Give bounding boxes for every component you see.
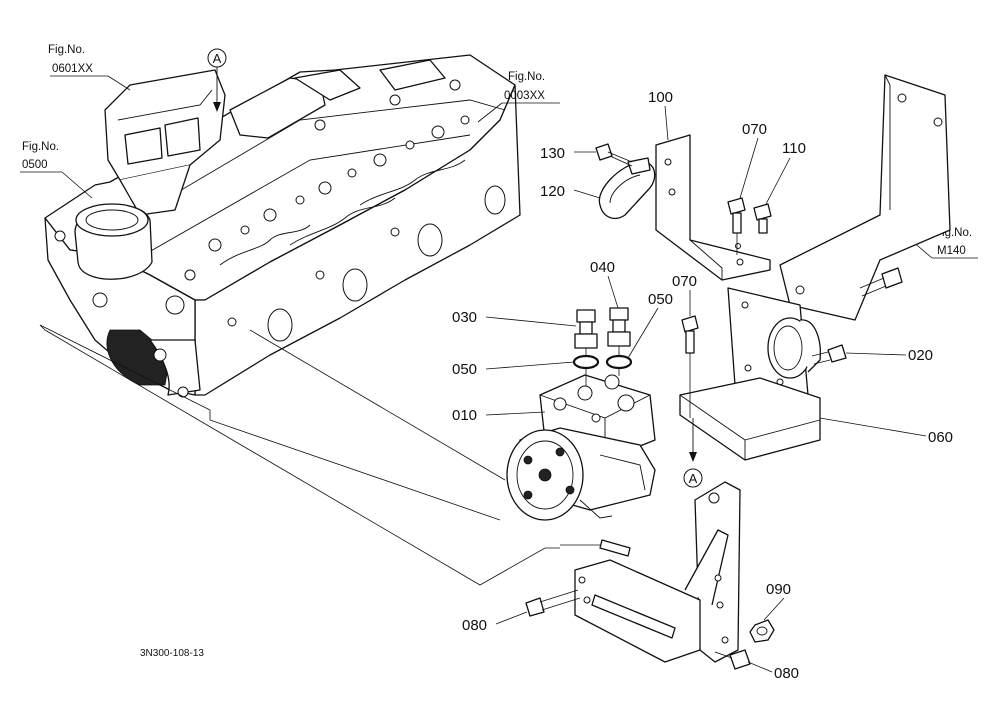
part-number-020: 020 <box>908 347 933 364</box>
fig-ref-m140-line2: M140 <box>937 245 966 257</box>
part-number-040: 040 <box>590 259 615 276</box>
label-110: 110 <box>765 140 806 205</box>
part-number-050-left: 050 <box>452 361 477 378</box>
part-number-100: 100 <box>648 89 673 106</box>
part-number-030: 030 <box>452 309 477 326</box>
fig-ref-0601xx: Fig.No. 0601XX <box>48 44 131 91</box>
label-050-right: 050 <box>627 291 673 359</box>
fig-ref-0601xx-line1: Fig.No. <box>48 44 85 56</box>
label-130: 130 <box>540 145 596 162</box>
bracket-100 <box>655 134 771 281</box>
callout-a-top: A <box>207 48 227 112</box>
fig-ref-0500-line2: 0500 <box>22 159 48 171</box>
part-number-090: 090 <box>766 581 791 598</box>
label-070-mid: 070 <box>672 273 697 316</box>
part-number-080-right: 080 <box>774 665 799 682</box>
part-number-120: 120 <box>540 183 565 200</box>
bracket-060 <box>679 287 821 461</box>
fitting-030 <box>574 309 598 349</box>
nut-090 <box>749 619 775 643</box>
bolt-080-left <box>525 589 581 617</box>
fig-ref-0003xx-line1: Fig.No. <box>508 71 545 83</box>
part-number-110: 110 <box>782 140 806 157</box>
label-090: 090 <box>763 581 791 621</box>
part-number-080-left: 080 <box>462 617 487 634</box>
bracket-m140 <box>779 74 951 321</box>
label-080-right: 080 <box>747 661 799 682</box>
label-040: 040 <box>590 259 619 309</box>
part-number-070-mid: 070 <box>672 273 697 290</box>
bolt-m140 <box>859 267 903 297</box>
label-020: 020 <box>845 347 933 364</box>
cylinder-head <box>44 54 521 398</box>
label-010: 010 <box>452 407 546 424</box>
fig-ref-0500: Fig.No. 0500 <box>20 141 93 199</box>
stud-shaft <box>599 539 631 557</box>
callout-a-top-label: A <box>213 51 222 66</box>
callout-a-bottom-label: A <box>689 471 698 486</box>
fig-ref-0003xx-line2: 0003XX <box>504 90 545 102</box>
fitting-040 <box>607 307 631 347</box>
part-number-130: 130 <box>540 145 565 162</box>
fig-ref-0500-line1: Fig.No. <box>22 141 59 153</box>
fig-ref-0003xx: Fig.No. 0003XX <box>477 71 560 123</box>
lower-bracket <box>574 481 741 663</box>
bolt-020 <box>811 344 847 365</box>
part-number-010: 010 <box>452 407 477 424</box>
part-number-070-top: 070 <box>742 121 767 138</box>
label-070-top: 070 <box>739 121 767 199</box>
part-number-060: 060 <box>928 429 953 446</box>
steering-unit-010 <box>506 374 656 521</box>
bolt-110 <box>753 203 772 234</box>
diagram-code: 3N300-108-13 <box>140 648 204 659</box>
label-100: 100 <box>648 89 673 141</box>
label-060: 060 <box>819 417 953 446</box>
bolt-070-mid <box>681 315 699 418</box>
clip-120 <box>598 157 656 219</box>
bolt-070-top <box>727 197 746 255</box>
bolt-080-right <box>714 649 751 670</box>
callout-a-bottom: A <box>683 418 703 488</box>
label-120: 120 <box>540 183 601 200</box>
label-050-left: 050 <box>452 361 575 378</box>
part-number-050-right: 050 <box>648 291 673 308</box>
bolt-130 <box>595 143 633 167</box>
fig-ref-0601xx-line2: 0601XX <box>52 63 93 75</box>
label-030: 030 <box>452 309 577 327</box>
label-080-left: 080 <box>462 611 528 634</box>
